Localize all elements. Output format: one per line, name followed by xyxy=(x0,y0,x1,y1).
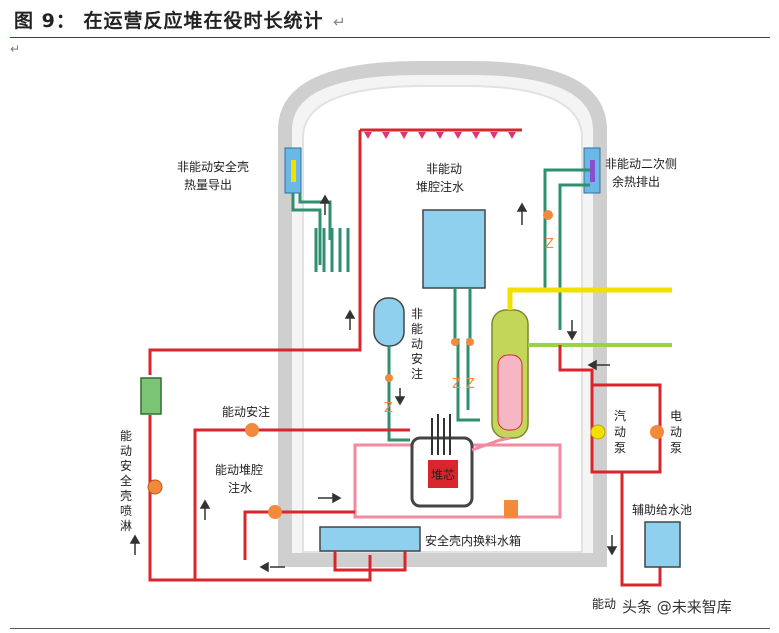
pump-icon xyxy=(245,423,259,437)
heat-exchanger-icon xyxy=(140,377,162,415)
turbine-pump-label-2: 动 xyxy=(614,425,626,439)
cmt-label-2: 堆腔注水 xyxy=(416,179,464,194)
turbine-pump-label-3: 泵 xyxy=(614,441,626,455)
pcs-pipe xyxy=(291,193,322,265)
active-injection-label: 能动安注 xyxy=(222,404,270,419)
check-valve-icon: Z xyxy=(466,377,475,392)
electric-pump-label-3: 泵 xyxy=(670,441,682,455)
arrow-icon xyxy=(129,194,618,573)
figure-title: 在运营反应堆在役时长统计 xyxy=(83,10,324,32)
valve-icon xyxy=(385,374,393,382)
spray-label-3: 安 xyxy=(120,458,132,473)
watermark: 头条 @未来智库 xyxy=(622,598,732,616)
pump-icon xyxy=(268,505,282,519)
steam-line xyxy=(507,287,672,310)
core-label: 堆芯 xyxy=(431,468,455,482)
electric-pump-label-2: 动 xyxy=(670,425,682,439)
pxs-indicator xyxy=(590,160,595,182)
pcs-label-2: 热量导出 xyxy=(184,178,232,192)
secondary-label-1: 非能动二次侧 xyxy=(605,157,677,171)
return-mark: ↵ xyxy=(333,13,347,31)
irwst-return xyxy=(333,551,407,572)
spray-pipe xyxy=(148,130,362,375)
primary-loop xyxy=(471,436,511,452)
spray-nozzle-icon xyxy=(364,132,516,139)
bottom-rule xyxy=(10,628,770,629)
spray-label-6: 喷 xyxy=(120,504,132,518)
active-cavity-label-2: 注水 xyxy=(228,480,252,495)
turbine-pump-label-1: 汽 xyxy=(614,408,626,423)
spray-label-2: 动 xyxy=(120,444,132,458)
spray-label-4: 全 xyxy=(120,473,132,488)
electric-pump-label-1: 电 xyxy=(670,409,682,423)
control-rods xyxy=(431,414,451,455)
pcs-label-1: 非能动安全壳 xyxy=(177,159,249,174)
cmt-label-1: 非能动 xyxy=(426,162,462,176)
pump-icon xyxy=(650,425,664,439)
core xyxy=(428,460,458,488)
aux-feed-loop xyxy=(558,345,662,587)
accum-label-5: 注 xyxy=(411,366,423,381)
irwst-label: 安全壳内换料水箱 xyxy=(425,533,521,548)
accum-label-3: 动 xyxy=(411,337,423,351)
check-valve-icon: Z xyxy=(545,237,554,252)
pump-icon xyxy=(590,424,606,440)
valve-icon xyxy=(451,338,459,346)
accum-label-1: 非 xyxy=(411,307,423,321)
active-injection-pipe xyxy=(193,428,410,580)
check-valve-icon: Z xyxy=(384,401,393,416)
pcs-pipe-2 xyxy=(298,193,332,240)
accum-label-4: 安 xyxy=(411,351,423,366)
secondary-label-2: 余热排出 xyxy=(612,174,660,189)
spray-label-1: 能 xyxy=(120,429,132,443)
valve-icon xyxy=(543,210,553,220)
active-cavity-label-1: 能动堆腔 xyxy=(215,462,263,477)
figure-number: 图 9： xyxy=(14,10,76,32)
pump-icon xyxy=(147,479,163,495)
accumulator-tank xyxy=(373,297,405,347)
active-partial-label: 能动 xyxy=(592,597,616,611)
pcs-indicator xyxy=(291,160,296,182)
spray-pipe-lower xyxy=(148,415,372,582)
caption-rule xyxy=(10,37,770,38)
core-makeup-tank xyxy=(422,209,486,289)
heat-exchanger-icon xyxy=(314,228,350,272)
aux-pool-label: 辅助给水池 xyxy=(632,503,692,517)
check-valve-icon: Z xyxy=(452,377,461,392)
irwst xyxy=(319,526,421,552)
spray-label-5: 壳 xyxy=(120,489,132,503)
secondary-pipe-2 xyxy=(558,183,590,330)
spray-label-7: 淋 xyxy=(120,519,132,533)
paragraph-mark: ↵ xyxy=(10,42,21,56)
sg-tubes xyxy=(497,354,523,431)
pump-icon xyxy=(504,500,518,518)
active-cavity-pipe xyxy=(243,510,355,560)
valve-icon xyxy=(466,338,474,346)
aux-feed-pool xyxy=(644,521,681,568)
figure-caption: 图 9： 在运营反应堆在役时长统计 ↵ xyxy=(14,6,347,33)
accum-label-2: 能 xyxy=(411,322,423,336)
